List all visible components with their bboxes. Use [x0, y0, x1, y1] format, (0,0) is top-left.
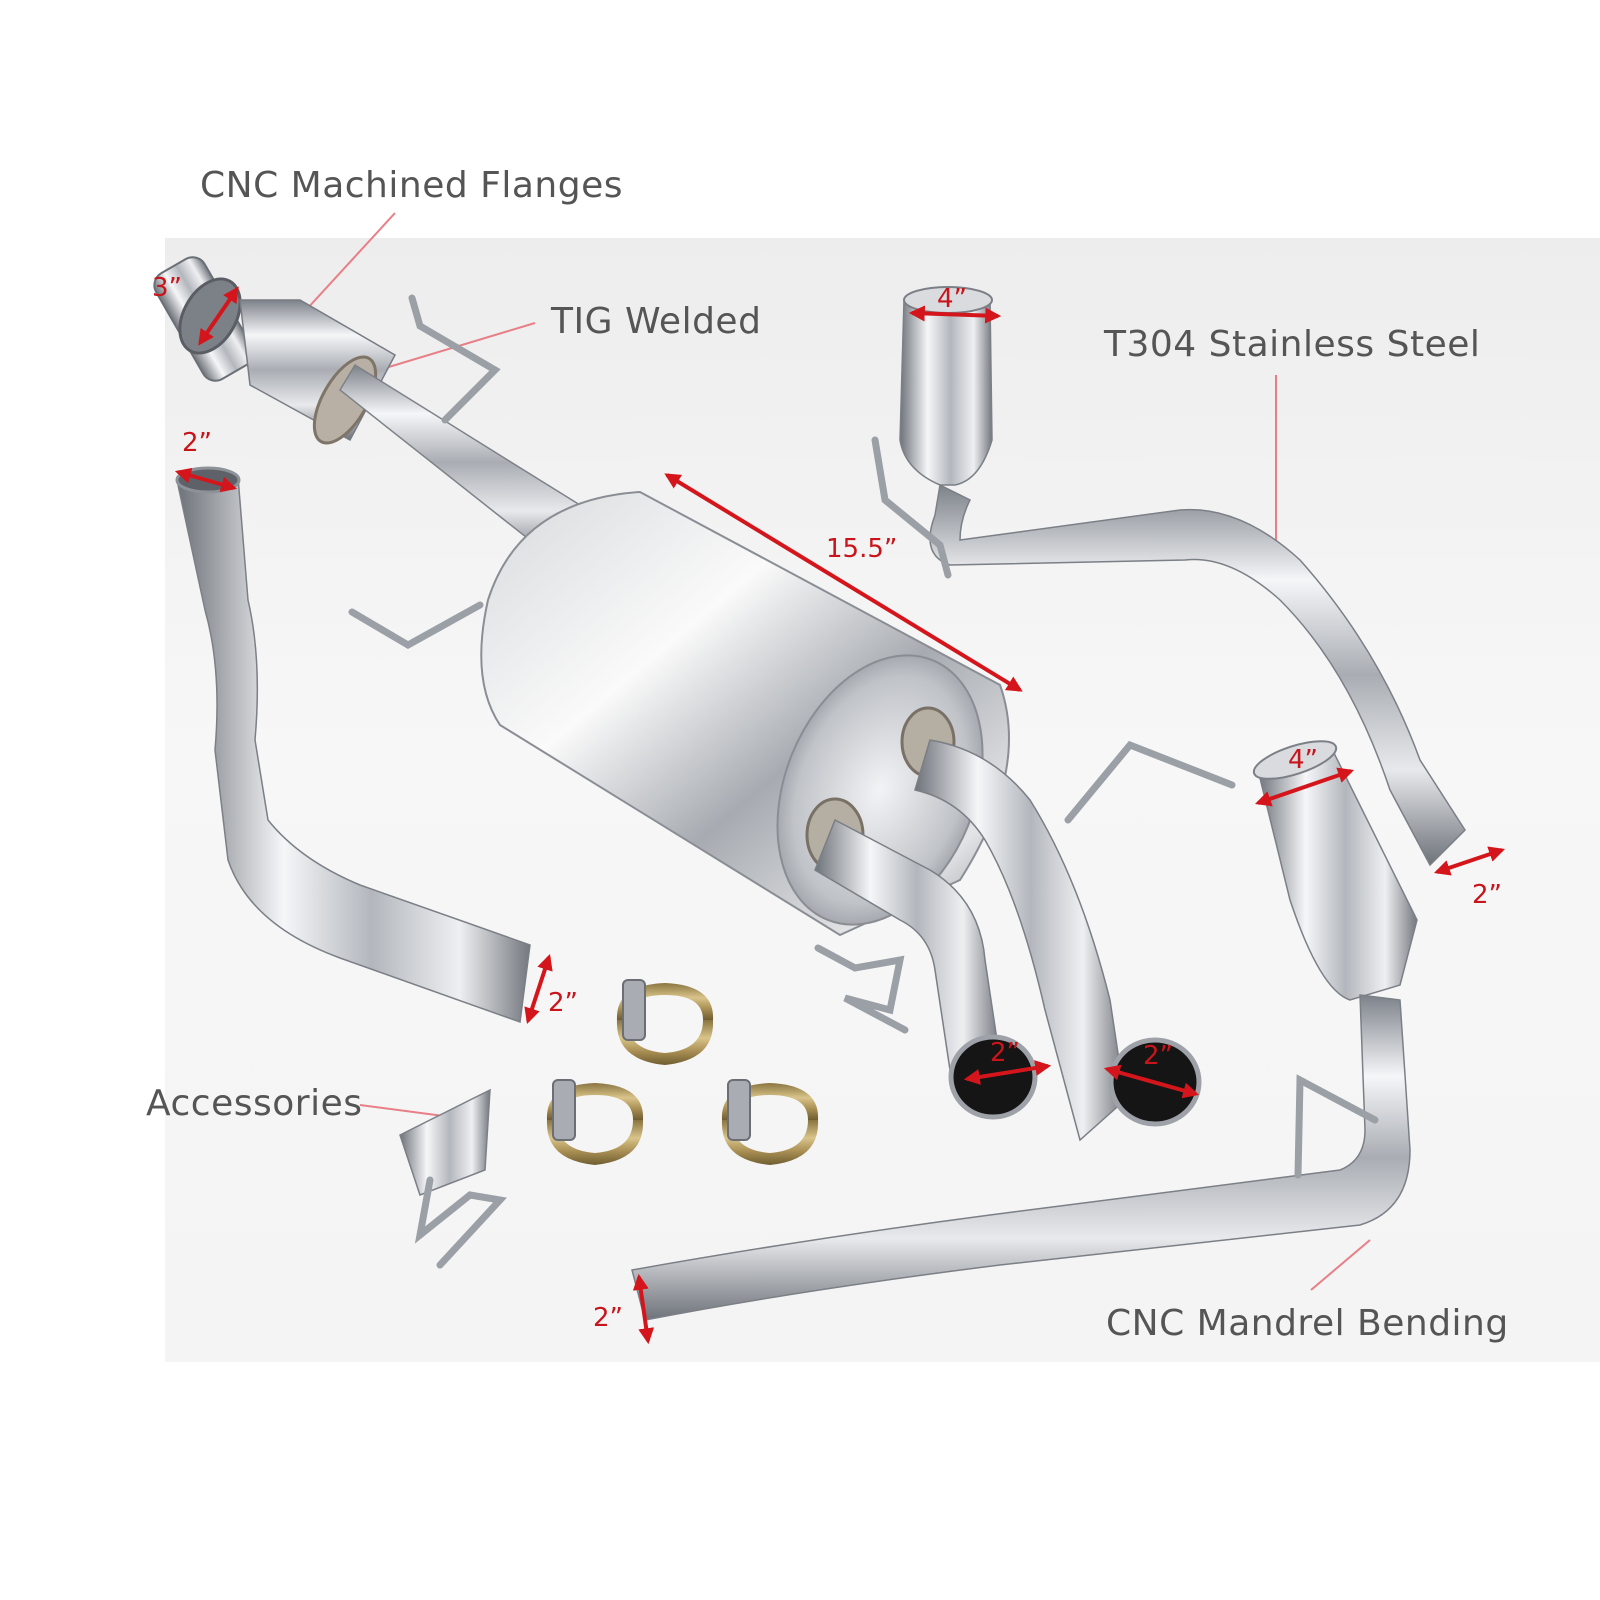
- clamps: [546, 979, 819, 1165]
- arrow-lower-inlet: [632, 1273, 655, 1345]
- dim-muffler-length: 15.5”: [826, 534, 898, 564]
- dim-flange-inlet: 3”: [152, 273, 183, 303]
- dim-lower-tip: 4”: [1288, 745, 1319, 775]
- callout-mandrel: CNC Mandrel Bending: [1106, 1303, 1509, 1344]
- arrow-outlet-right: [1103, 1064, 1200, 1099]
- callout-steel: T304 Stainless Steel: [1104, 324, 1481, 365]
- dim-left-pipe-top: 2”: [182, 428, 213, 458]
- dim-upper-tip: 4”: [937, 284, 968, 314]
- leader-mandrel: [1310, 1239, 1371, 1291]
- arrow-flange: [198, 286, 239, 346]
- front-hangers: [348, 294, 501, 650]
- callout-tig: TIG Welded: [551, 301, 762, 342]
- dim-upper-pipe-inlet: 2”: [1472, 880, 1503, 910]
- clamp-left: [546, 1079, 644, 1165]
- callout-accessories: Accessories: [146, 1083, 363, 1124]
- outlet-pipe-right: [914, 739, 1126, 1142]
- dim-left-pipe-outlet: 2”: [548, 988, 579, 1018]
- dim-muffler-outlet-left: 2”: [990, 1038, 1021, 1068]
- arrow-left-top: [174, 467, 238, 493]
- arrow-left-outlet: [524, 953, 553, 1025]
- leader-flanges: [294, 212, 396, 323]
- dim-lower-pipe-inlet: 2”: [593, 1303, 624, 1333]
- lower-hanger: [1294, 1074, 1379, 1179]
- callout-flanges: CNC Machined Flanges: [200, 165, 623, 206]
- arrow-lower-tip: [1254, 767, 1355, 807]
- arrow-outlet-left: [963, 1060, 1052, 1085]
- clamp-right: [721, 1079, 819, 1165]
- muffler-hangers: [814, 740, 1236, 1034]
- arrow-upper-tip: [908, 305, 1002, 324]
- upper-tip: [899, 299, 993, 486]
- dim-muffler-outlet-right: 2”: [1143, 1041, 1174, 1071]
- arrow-upper-inlet: [1433, 846, 1506, 876]
- accessory-bracket: [399, 1088, 507, 1269]
- dimension-arrows: [174, 286, 1506, 1345]
- upper-pipe: [929, 483, 1466, 867]
- clamp-top: [616, 979, 714, 1065]
- arrow-muffler-length: [664, 473, 1023, 692]
- left-tailpipe: [177, 476, 531, 1024]
- lower-tip: [1257, 744, 1418, 1001]
- upper-right-tail: [871, 286, 1466, 867]
